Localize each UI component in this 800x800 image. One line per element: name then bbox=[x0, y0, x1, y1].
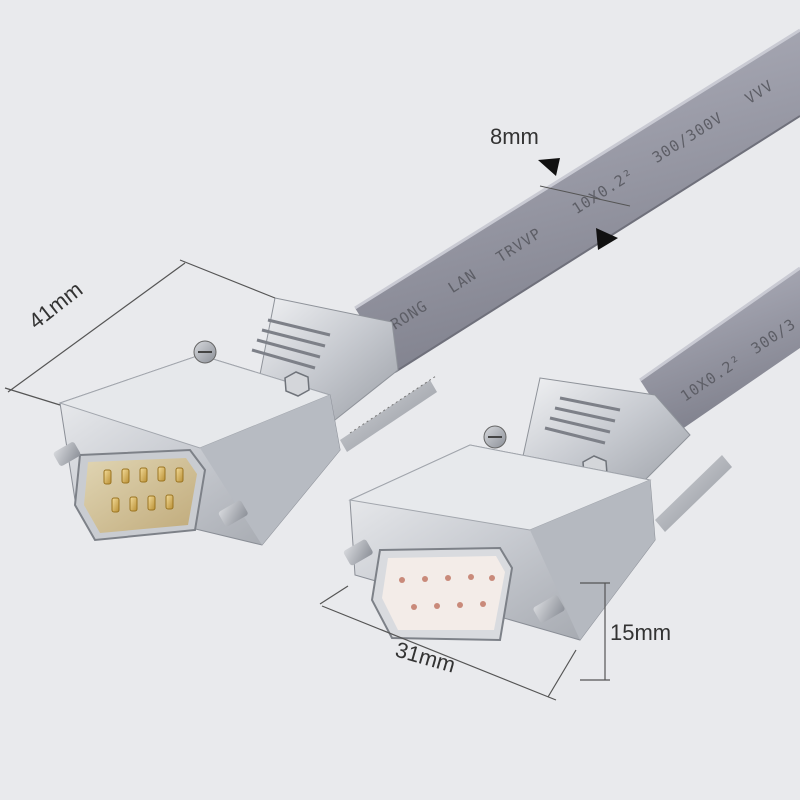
vent-slots bbox=[251, 318, 331, 370]
female-connector bbox=[343, 377, 732, 642]
dim-label-8mm: 8mm bbox=[490, 124, 539, 149]
gold-pins bbox=[103, 466, 184, 513]
socket-holes bbox=[399, 574, 495, 610]
dim-41mm bbox=[4, 259, 276, 406]
dim-8mm bbox=[538, 158, 631, 250]
vent-slots-female bbox=[544, 396, 621, 445]
male-connector bbox=[53, 297, 437, 546]
dim-label-15mm: 15mm bbox=[610, 620, 671, 645]
jack-screw bbox=[53, 442, 248, 527]
dim-15mm bbox=[580, 582, 610, 681]
thumb-screw bbox=[340, 375, 437, 452]
dim-31mm bbox=[319, 585, 577, 701]
lower-cable bbox=[639, 266, 800, 434]
dim-label-41mm: 41mm bbox=[24, 277, 88, 334]
dim-label-31mm: 31mm bbox=[393, 637, 459, 678]
